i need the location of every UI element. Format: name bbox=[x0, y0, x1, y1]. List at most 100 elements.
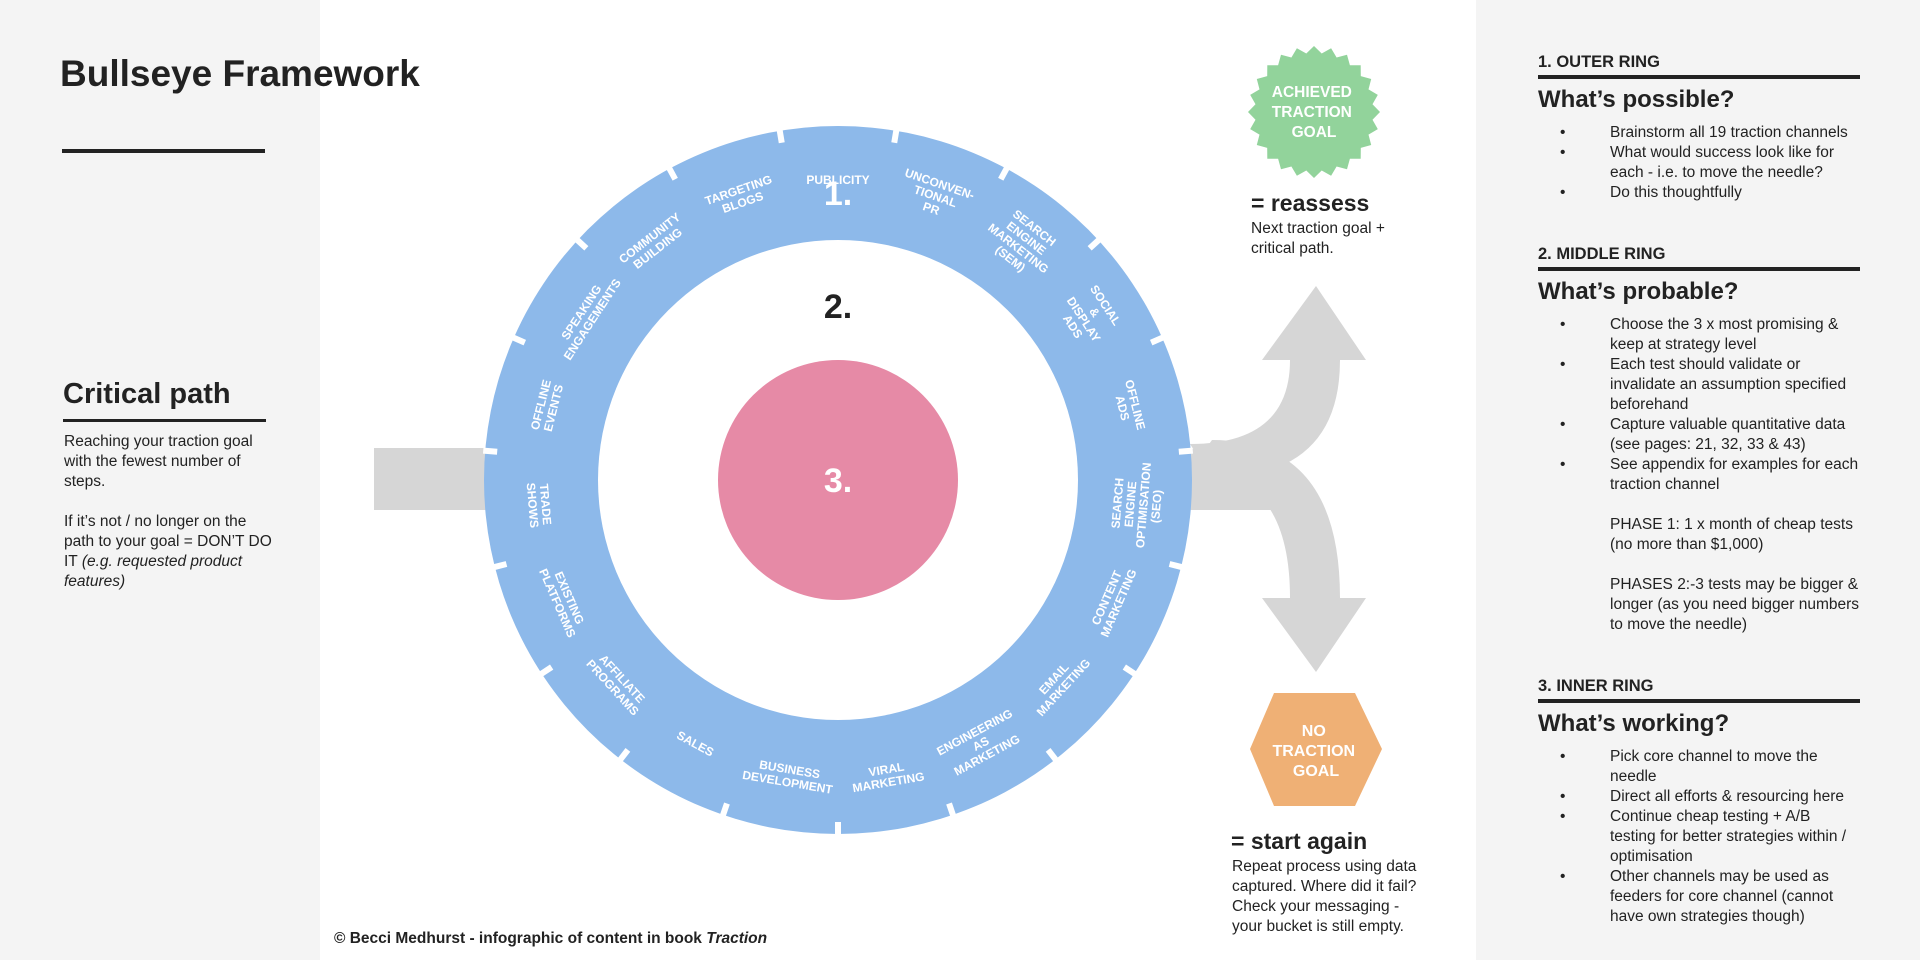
right-panel bbox=[1476, 0, 1920, 960]
bullet-text: What would success look like for each - … bbox=[1610, 144, 1834, 181]
entry-arrow bbox=[374, 448, 494, 510]
note-line: critical path. bbox=[1251, 240, 1334, 257]
arrow-down bbox=[1190, 440, 1366, 672]
ring-notch bbox=[510, 334, 527, 346]
bullet-text: Choose the 3 x most promising & keep at … bbox=[1610, 316, 1839, 353]
ring-notch bbox=[1122, 664, 1138, 678]
note-line: Next traction goal + bbox=[1251, 220, 1385, 237]
ring-notch bbox=[776, 128, 785, 144]
ring-notch bbox=[492, 561, 508, 571]
badge-line: TRACTION bbox=[1272, 743, 1355, 760]
bullet-item: •What would success look like for each -… bbox=[1560, 144, 1834, 181]
title-underline bbox=[62, 149, 265, 153]
ring-notch bbox=[1149, 334, 1166, 346]
reassess-heading: = reassess bbox=[1251, 190, 1370, 216]
badge-line: TRACTION bbox=[1272, 104, 1352, 121]
start-again-heading: = start again bbox=[1231, 828, 1368, 854]
note-line: Repeat process using data bbox=[1232, 858, 1417, 875]
ring-notch bbox=[891, 128, 900, 144]
badge-line: GOAL bbox=[1293, 763, 1339, 780]
bullet-item: •Brainstorm all 19 traction channels bbox=[1560, 124, 1848, 141]
credit-text: © Becci Medhurst - infographic of conten… bbox=[334, 930, 707, 947]
channel-label-line: TRADE bbox=[537, 483, 554, 525]
ring-notch bbox=[538, 664, 554, 678]
channel-label-line: SEARCH bbox=[1109, 477, 1127, 529]
inner-ring-number: 3. bbox=[824, 462, 852, 500]
middle-ring-number: 2. bbox=[824, 288, 852, 326]
ring-notch bbox=[1045, 748, 1060, 763]
channel-label: PUBLICITY bbox=[806, 173, 869, 187]
section-rule bbox=[1538, 699, 1860, 703]
reassess-text: Next traction goal + critical path. bbox=[1251, 219, 1385, 259]
no-goal-label: NO TRACTION GOAL bbox=[1272, 723, 1359, 780]
bullet-text: Direct all efforts & resourcing here bbox=[1610, 788, 1845, 805]
note-line: Check your messaging - bbox=[1232, 898, 1400, 915]
outer-ring-number: 1. bbox=[824, 175, 852, 213]
ring-notch bbox=[998, 165, 1011, 181]
section-question: What’s possible? bbox=[1538, 86, 1735, 113]
no-goal-badge bbox=[1250, 693, 1382, 806]
critical-path-rule-text: If it’s not / no longer on the path to y… bbox=[64, 513, 272, 570]
ring-notch bbox=[1168, 561, 1184, 571]
channel-label-line: SHOWS bbox=[524, 482, 542, 528]
bullet-text: Capture valuable quantitative data (see … bbox=[1610, 416, 1846, 453]
section-question: What’s working? bbox=[1538, 710, 1730, 737]
bullet-item: •Capture valuable quantitative data (see… bbox=[1560, 416, 1846, 453]
channel-label-line: PUBLICITY bbox=[806, 173, 869, 187]
critical-path-underline bbox=[63, 419, 266, 422]
bullet-text: Brainstorm all 19 traction channels bbox=[1610, 124, 1848, 141]
channel-label: TRADESHOWS bbox=[524, 481, 555, 528]
achieved-goal-badge bbox=[1248, 46, 1380, 178]
arrow-up bbox=[1190, 286, 1366, 478]
bullet-item: •Choose the 3 x most promising & keep at… bbox=[1560, 316, 1839, 353]
bullet-item: •Pick core channel to move the needle bbox=[1560, 748, 1818, 785]
critical-path-para-1: Reaching your traction goal with the few… bbox=[64, 433, 253, 490]
credit-line: © Becci Medhurst - infographic of conten… bbox=[334, 930, 767, 948]
bullet-text: Continue cheap testing + A/B testing for… bbox=[1610, 808, 1847, 865]
critical-path-para-2: If it’s not / no longer on the path to y… bbox=[64, 512, 274, 592]
bullet-text: Other channels may be used as feeders fo… bbox=[1610, 868, 1834, 925]
bullet-item: •Direct all efforts & resourcing here bbox=[1560, 788, 1845, 805]
section-rule bbox=[1538, 267, 1860, 271]
bullet-text: Pick core channel to move the needle bbox=[1610, 748, 1818, 785]
left-panel bbox=[0, 0, 320, 960]
section-rule bbox=[1538, 75, 1860, 79]
ring-notch bbox=[1087, 236, 1102, 251]
ring-notch bbox=[1178, 447, 1194, 455]
phase-note: PHASES 2:-3 tests may be bigger & longer… bbox=[1610, 576, 1860, 633]
bullet-item: •Continue cheap testing + A/B testing fo… bbox=[1560, 808, 1847, 865]
section-number: 2. MIDDLE RING bbox=[1538, 245, 1666, 263]
ring-notch bbox=[719, 802, 730, 818]
bullet-text: See appendix for examples for each tract… bbox=[1610, 456, 1859, 493]
section-question: What’s probable? bbox=[1538, 278, 1739, 305]
ring-notches bbox=[482, 128, 1194, 836]
middle-ring-section: 2. MIDDLE RING What’s probable? •Choose … bbox=[1538, 244, 1860, 635]
section-bullets: •Pick core channel to move the needle •D… bbox=[1538, 747, 1860, 927]
start-again-text: Repeat process using data captured. Wher… bbox=[1232, 857, 1416, 937]
critical-path-heading: Critical path bbox=[63, 378, 231, 410]
channel-label-line: PR bbox=[921, 199, 942, 218]
note-line: your bucket is still empty. bbox=[1232, 918, 1404, 935]
channel-label-line: AS bbox=[970, 734, 991, 754]
bullet-item: •Each test should validate or invalidate… bbox=[1560, 356, 1847, 413]
ring-notch bbox=[665, 165, 678, 181]
inner-ring-section: 3. INNER RING What’s working? •Pick core… bbox=[1538, 676, 1860, 927]
phase-note: PHASE 1: 1 x month of cheap tests (no mo… bbox=[1610, 516, 1853, 553]
ring-notch bbox=[574, 236, 589, 251]
inner-ring bbox=[718, 360, 958, 600]
ring-notch bbox=[946, 802, 957, 818]
channel-label: SEARCHENGINEOPTIMISATION(SEO) bbox=[1107, 460, 1167, 550]
section-bullets: •Brainstorm all 19 traction channels •Wh… bbox=[1538, 123, 1860, 203]
critical-path-text: Reaching your traction goal with the few… bbox=[64, 432, 274, 612]
section-number: 1. OUTER RING bbox=[1538, 53, 1660, 71]
badge-line: GOAL bbox=[1292, 124, 1337, 141]
section-number: 3. INNER RING bbox=[1538, 677, 1654, 695]
badge-line: ACHIEVED bbox=[1272, 84, 1352, 101]
bullet-text: Each test should validate or invalidate … bbox=[1610, 356, 1847, 413]
ring-notch bbox=[616, 748, 631, 763]
bullet-text: Do this thoughtfully bbox=[1610, 184, 1742, 201]
channel-label-line: ADS bbox=[1113, 394, 1133, 422]
page-title: Bullseye Framework bbox=[60, 53, 420, 94]
section-bullets: •Choose the 3 x most promising & keep at… bbox=[1538, 315, 1860, 495]
